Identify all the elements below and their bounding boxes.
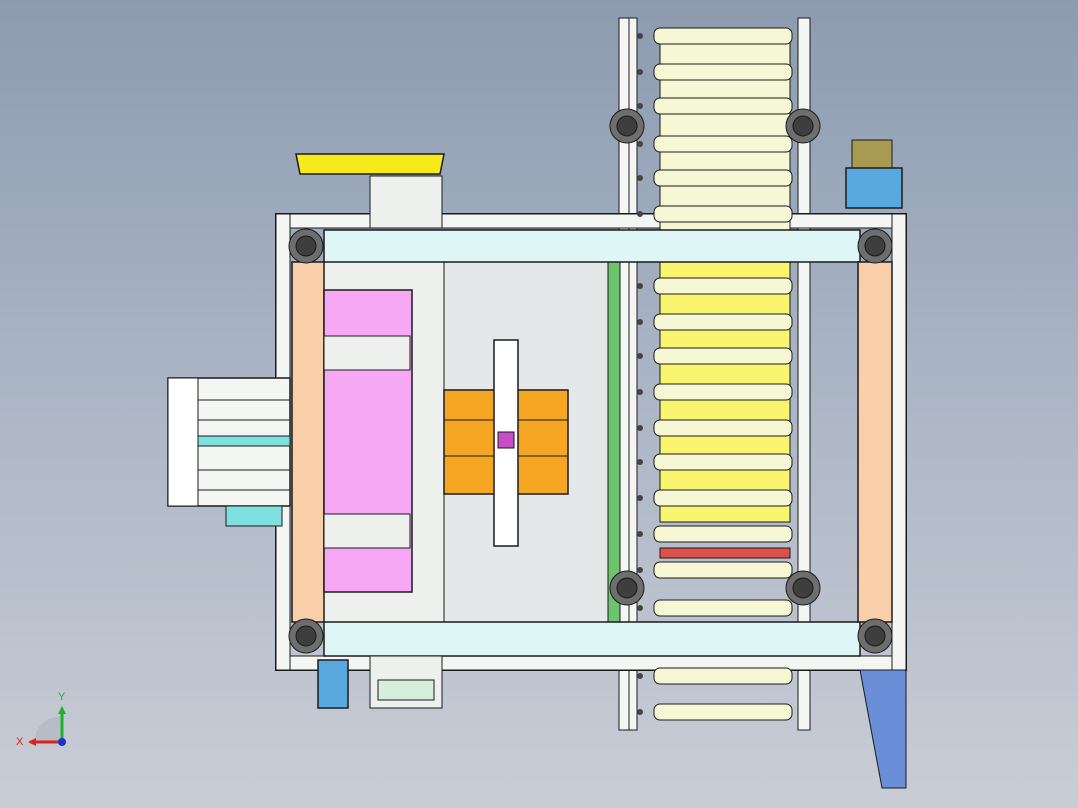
roller-bolt (637, 211, 643, 217)
roller (653, 205, 793, 223)
roller-bolt (637, 33, 643, 39)
caster-hub (792, 115, 814, 137)
bottom-beam (323, 621, 861, 657)
roller (653, 599, 793, 617)
caster-hub (616, 577, 638, 599)
caster-hub (295, 235, 317, 257)
roller-bolt (637, 531, 643, 537)
left-motor-cap (167, 377, 199, 507)
gear-motor-top (845, 167, 903, 209)
caster-hub (864, 625, 886, 647)
roller (653, 667, 793, 685)
red-strip (659, 547, 791, 559)
blue-ramp (859, 669, 907, 789)
roller (653, 383, 793, 401)
roller-bolt (637, 389, 643, 395)
roller (653, 419, 793, 437)
magenta-window-bottom (323, 513, 411, 549)
roller (653, 169, 793, 187)
roller-bolt (637, 709, 643, 715)
roller (653, 277, 793, 295)
bottom-pulley-band (377, 679, 435, 701)
left-post (291, 261, 325, 623)
frame-right-rail (891, 213, 907, 671)
caster-hub (616, 115, 638, 137)
wheels (288, 108, 893, 654)
top-beam (323, 229, 861, 263)
right-post (857, 261, 893, 623)
roller (653, 453, 793, 471)
triad-y-label: Y (58, 691, 66, 703)
roller (653, 63, 793, 81)
rollers (637, 27, 793, 721)
roller (653, 525, 793, 543)
roller-bolt (637, 673, 643, 679)
roller-bolt (637, 425, 643, 431)
roller-bolt (637, 319, 643, 325)
roller (653, 135, 793, 153)
caster-hub (295, 625, 317, 647)
left-motor-bracket (225, 505, 283, 527)
roller-bolt (637, 141, 643, 147)
roller-bolt (637, 175, 643, 181)
triad-z-axis (58, 738, 66, 746)
magenta-window-top (323, 335, 411, 371)
gear-motor-top-box (851, 139, 893, 171)
yellow-bar (295, 153, 445, 175)
caster-hub (864, 235, 886, 257)
roller (653, 27, 793, 45)
roller-bolt (637, 605, 643, 611)
conveyor-rail-right (797, 17, 811, 731)
roller-bolt (637, 69, 643, 75)
gear-motor-bottom (317, 659, 349, 709)
roller-bolt (637, 283, 643, 289)
roller (653, 489, 793, 507)
left-motor-stripe (197, 435, 291, 447)
top-pulley (369, 175, 443, 229)
roller-bolt (637, 353, 643, 359)
roller-bolt (637, 459, 643, 465)
caster-hub (792, 577, 814, 599)
triad-x-label: X (16, 736, 24, 748)
center-block (497, 431, 515, 449)
axis-triad: X Y (16, 691, 66, 748)
roller (653, 97, 793, 115)
roller (653, 347, 793, 365)
roller (653, 703, 793, 721)
roller (653, 561, 793, 579)
roller-bolt (637, 103, 643, 109)
conveyor-rail-left-inner (628, 17, 638, 731)
yellow-zone-top (659, 29, 791, 231)
roller-bolt (637, 495, 643, 501)
roller (653, 313, 793, 331)
green-guide (607, 261, 621, 623)
roller-bolt (637, 567, 643, 573)
